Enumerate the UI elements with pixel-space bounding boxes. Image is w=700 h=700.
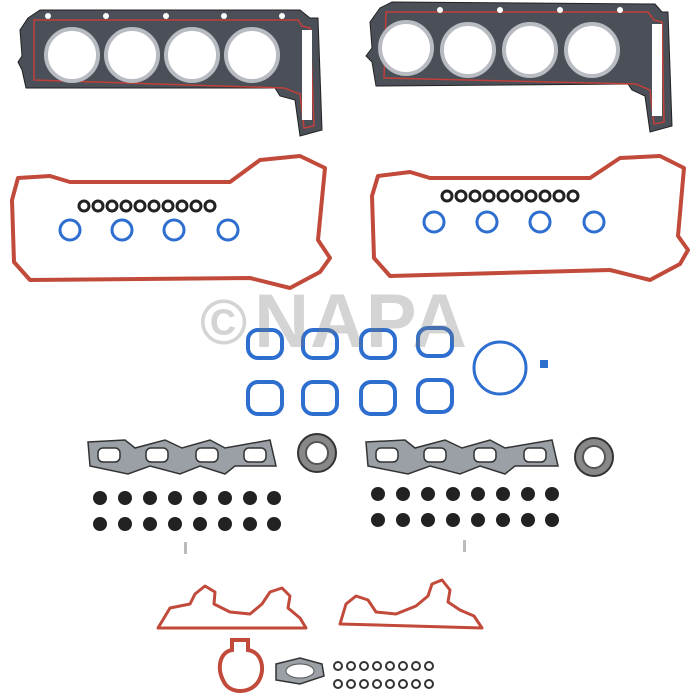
timing-cover-gasket-left bbox=[156, 584, 308, 630]
camshaft-seal-left bbox=[297, 433, 337, 473]
small-pin-right bbox=[463, 540, 466, 552]
small-pin-left bbox=[184, 542, 187, 554]
valve-cover-gasket-left bbox=[10, 154, 332, 290]
o-rings bbox=[333, 661, 434, 689]
cylinder-head-gasket-right bbox=[365, 1, 673, 133]
valve-stem-seals-right bbox=[371, 487, 559, 527]
water-outlet-seal bbox=[217, 638, 265, 693]
exhaust-manifold-gasket-left bbox=[87, 439, 277, 475]
valve-cover-gasket-right bbox=[370, 154, 690, 282]
water-outlet-gasket bbox=[275, 657, 325, 685]
exhaust-manifold-gasket-right bbox=[365, 439, 559, 475]
throttle-body-seal bbox=[472, 340, 548, 396]
intake-port-seals bbox=[246, 326, 454, 416]
timing-cover-gasket-right bbox=[338, 578, 484, 630]
camshaft-seal-right bbox=[574, 437, 614, 477]
valve-stem-seals-left bbox=[93, 491, 281, 531]
cylinder-head-gasket-left bbox=[17, 9, 323, 137]
